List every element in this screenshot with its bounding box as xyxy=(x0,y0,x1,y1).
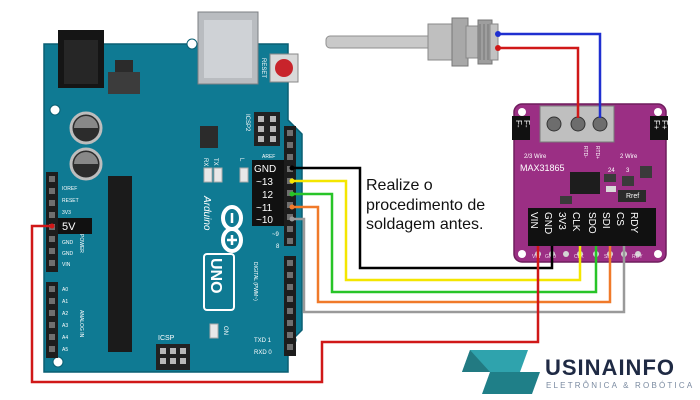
rtd-minus-label: RTD- xyxy=(582,146,588,158)
soldering-note: Realize o procedimento de soldagem antes… xyxy=(366,176,485,235)
pin-silk-label: SDI xyxy=(604,254,612,260)
module-pin-sdi: SDI xyxy=(600,212,611,229)
icsp2-label: ICSP2 xyxy=(244,114,250,132)
note-line: procedimento de xyxy=(366,196,486,214)
f-minus-terminal xyxy=(512,116,530,140)
capacitor xyxy=(69,147,103,181)
analog-pin-label: A4 xyxy=(62,335,68,341)
rx-led xyxy=(213,167,223,183)
uno-label: UNO xyxy=(207,258,224,294)
module-pin-sdo: SDO xyxy=(586,212,597,234)
wire-5v xyxy=(30,224,540,384)
arduino-uno-board xyxy=(43,11,303,373)
f-minus-label: F- xyxy=(514,120,523,128)
five-v-label: 5V xyxy=(62,221,76,233)
module-pin-vin: VIN xyxy=(528,212,539,229)
brand-name: USINAINFO xyxy=(545,355,675,380)
jumper-3-label: 3 xyxy=(626,168,630,174)
uno-label-box xyxy=(203,253,235,311)
module-pin-gnd: GND xyxy=(542,212,553,234)
wire-2-label: 2 Wire xyxy=(620,154,638,160)
model-label: Arduino xyxy=(201,195,212,231)
f-plus-terminal xyxy=(650,116,668,140)
pin-label-11: ~11 xyxy=(256,203,273,214)
power-pin-label: 3V3 xyxy=(62,210,71,216)
aref-label: AREF xyxy=(262,154,275,160)
digital-header xyxy=(284,126,296,356)
wire-sdi xyxy=(292,205,612,304)
analog-pin-label: A1 xyxy=(62,299,68,305)
digital-label: DIGITAL (PWM~) xyxy=(252,262,258,301)
tx-led xyxy=(203,167,213,183)
pin-label-9: ~9 xyxy=(272,232,280,238)
jumper-24-label: 24 xyxy=(608,168,615,174)
power-pin-label: RESET xyxy=(62,198,79,204)
module-pin-header xyxy=(528,208,656,246)
rtd-plus-label: RTD+ xyxy=(594,146,600,159)
analog-pin-label: A2 xyxy=(62,311,68,317)
wire-blue-probe xyxy=(498,32,602,118)
l-led xyxy=(239,167,249,183)
power-pin-label: GND xyxy=(62,240,74,246)
power-pin-label: VIN xyxy=(62,262,71,268)
chip-label: MAX31865 xyxy=(520,163,565,173)
digital-pin-label-block xyxy=(252,160,284,226)
five-v-label-box xyxy=(58,218,92,234)
analog-header xyxy=(46,282,58,358)
pin-silk-label: RDY xyxy=(632,254,643,260)
analog-label: ANALOG IN xyxy=(78,310,84,338)
f-plus-label: F+ xyxy=(652,120,661,130)
note-line: soldagem antes. xyxy=(366,216,484,233)
icsp2-header xyxy=(254,112,280,146)
txd-label: TXD 1 xyxy=(254,338,272,344)
capacitor xyxy=(69,111,103,145)
note-line: Realize o xyxy=(366,177,433,194)
module-pin-clk: CLK xyxy=(570,212,581,232)
pin-label-10: ~10 xyxy=(256,215,273,226)
max31865-module xyxy=(512,103,668,263)
icsp-label: ICSP xyxy=(158,335,175,342)
f-minus-label: F- xyxy=(522,120,531,128)
reset-label: RESET xyxy=(260,58,266,78)
max31865-chip xyxy=(570,172,600,194)
l-label: L xyxy=(238,158,244,162)
power-pin-label: GND xyxy=(62,251,74,257)
wire-clk xyxy=(292,179,582,282)
wire-cs xyxy=(292,217,626,314)
rxd-label: RXD 0 xyxy=(254,350,272,356)
analog-pin-label: A3 xyxy=(62,323,68,329)
wire-23-label: 2/3 Wire xyxy=(524,154,547,160)
analog-pin-label: A5 xyxy=(62,347,68,353)
power-pin-label: IOREF xyxy=(62,186,77,192)
f-plus-label: F+ xyxy=(660,120,669,130)
icsp-header xyxy=(156,344,190,370)
module-pin-3v3: 3V3 xyxy=(556,212,567,230)
wire-sdo xyxy=(292,192,598,294)
pin-label-gnd: GND xyxy=(254,164,276,175)
rref-label: Rref xyxy=(626,193,639,200)
reset-button[interactable] xyxy=(269,53,299,83)
on-label: ON xyxy=(222,326,228,335)
pin-label-12: 12 xyxy=(262,190,274,201)
module-pin-cs: CS xyxy=(614,212,625,226)
rtd-probe xyxy=(325,17,499,67)
on-led xyxy=(209,323,219,339)
brand-tagline: ELETRÔNICA & ROBÓTICA xyxy=(546,381,695,390)
wire-red-probe xyxy=(498,46,580,118)
pin-label-8: 8 xyxy=(276,244,280,250)
usinainfo-logo-mark xyxy=(462,350,540,394)
microcontroller-chip xyxy=(108,176,132,352)
power-header xyxy=(46,172,58,272)
arduino-logo xyxy=(221,205,243,253)
power-label: POWER xyxy=(78,234,84,253)
module-pin-rdy: RDY xyxy=(628,212,639,233)
pin-label-13: ~13 xyxy=(256,177,273,188)
wire-gnd xyxy=(292,166,554,270)
analog-pin-label: A0 xyxy=(62,287,68,293)
tx-label: TX xyxy=(212,158,218,166)
pin-silk-label: VIN xyxy=(532,254,541,260)
rx-label: RX xyxy=(202,158,208,166)
